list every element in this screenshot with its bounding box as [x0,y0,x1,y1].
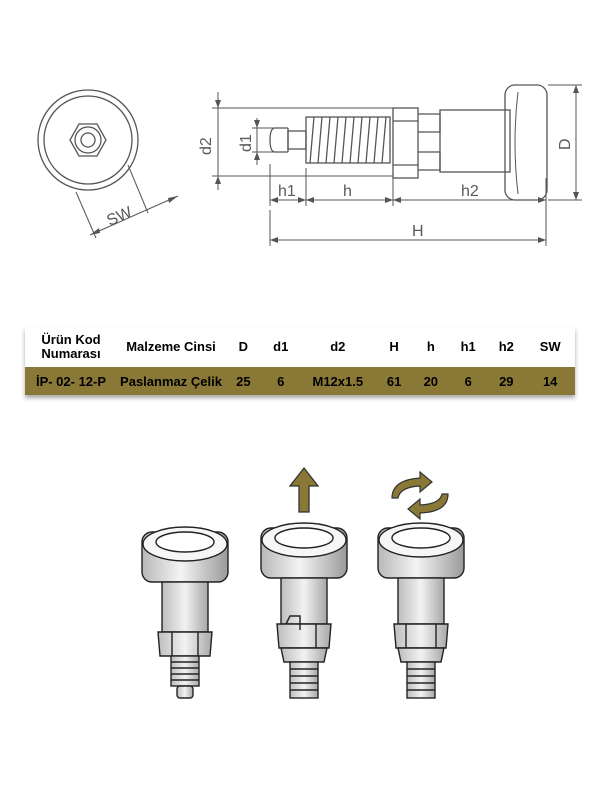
dim-label-sw: SW [104,203,135,229]
col-header-h: h [412,327,450,367]
cell-d1: 6 [261,367,300,395]
dim-label-h: h [343,183,352,200]
plunger-state-rotated [377,522,465,699]
up-arrow-icon [288,466,320,513]
plunger-state-locked [141,526,229,699]
dim-label-d2: d2 [198,137,215,155]
col-header-d2: d2 [299,327,376,367]
dim-label-H: H [412,223,424,240]
technical-drawing: SW [37,84,582,246]
cell-SW: 14 [525,367,575,395]
col-header-kod: Ürün Kod Numarası [25,327,117,367]
dim-label-d1: d1 [238,134,255,152]
col-header-h2: h2 [487,327,526,367]
col-header-d1: d1 [261,327,300,367]
cell-d2: M12x1.5 [299,367,376,395]
col-header-H: H [375,327,413,367]
table-header-row: Ürün Kod Numarası Malzeme Cinsi D d1 d2 … [25,327,575,367]
col-header-h1: h1 [449,327,488,367]
cell-h2: 29 [487,367,526,395]
dim-label-h1: h1 [278,183,296,200]
cell-h1: 6 [449,367,488,395]
col-header-material: Malzeme Cinsi [117,327,225,367]
dimension-lines [212,84,582,246]
cell-kod: İP- 02- 12-P [25,367,117,395]
side-view [269,84,548,201]
dimension-arrowheads [215,85,579,243]
cell-D: 25 [225,367,262,395]
cell-H: 61 [375,367,413,395]
end-view [37,89,179,239]
col-header-SW: SW [525,327,575,367]
dim-label-h2: h2 [461,183,479,200]
cell-material: Paslanmaz Çelik [117,367,225,395]
dim-label-D: D [557,138,574,150]
spec-table: Ürün Kod Numarası Malzeme Cinsi D d1 d2 … [25,327,575,395]
plunger-state-pulled [260,522,348,699]
cell-h: 20 [412,367,450,395]
col-header-D: D [225,327,262,367]
operation-illustration [141,466,465,699]
rotate-icon [391,470,449,521]
table-row: İP- 02- 12-P Paslanmaz Çelik 25 6 M12x1.… [25,367,575,395]
